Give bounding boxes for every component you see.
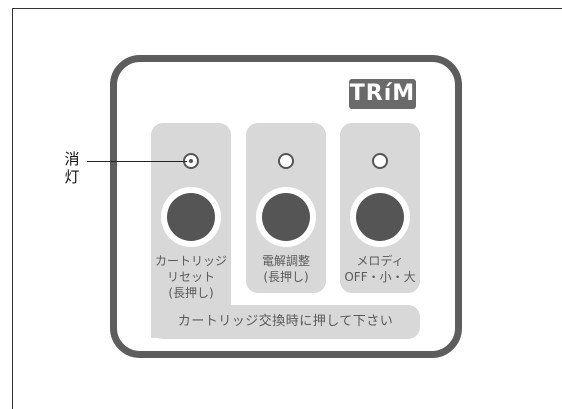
callout-line-1: 消 (64, 150, 80, 168)
cartridge-reset-button[interactable] (167, 193, 215, 241)
callout-leader-line (87, 161, 187, 162)
melody-button[interactable] (356, 193, 404, 241)
label-line: (長押し) (263, 270, 309, 284)
cartridge-reset-label: カートリッジ リセット (長押し) (146, 253, 236, 301)
label-line: リセット (166, 270, 215, 284)
cartridge-notice: カートリッジ交換時に押して下さい (151, 305, 420, 339)
label-line: OFF・小・大 (344, 270, 416, 284)
electrolysis-adjust-button[interactable] (262, 193, 310, 241)
outer-frame (12, 8, 562, 409)
led-dot-icon (189, 159, 193, 163)
led-off-callout: 消 灯 (63, 150, 81, 186)
electrolysis-led-indicator (278, 153, 294, 169)
melody-label: メロディ OFF・小・大 (335, 253, 425, 285)
label-line: (長押し) (168, 286, 214, 300)
label-line: カートリッジ (154, 254, 227, 268)
callout-line-2: 灯 (64, 168, 80, 186)
melody-led-indicator (372, 153, 388, 169)
label-line: 電解調整 (261, 254, 310, 268)
label-line: メロディ (356, 254, 404, 268)
trim-logo: TRíM (349, 79, 416, 109)
electrolysis-adjust-label: 電解調整 (長押し) (241, 253, 331, 285)
